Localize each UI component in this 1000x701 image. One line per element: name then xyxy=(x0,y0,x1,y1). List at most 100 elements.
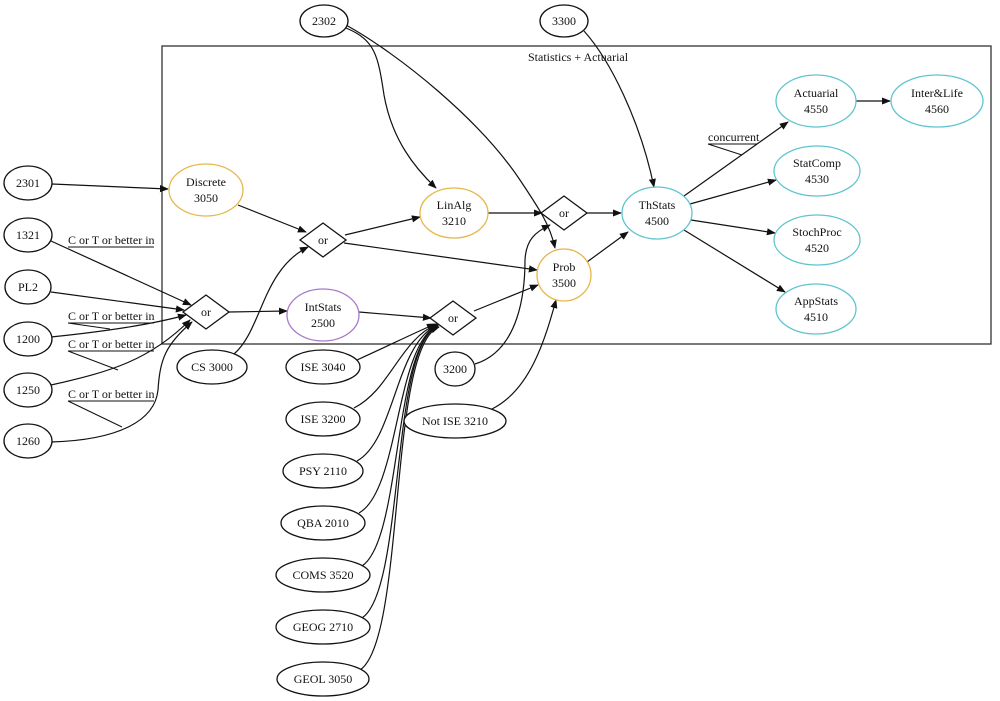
node-title: GEOL 3050 xyxy=(294,672,353,686)
edge-n1200-to-orA xyxy=(50,313,187,338)
diamond-shape xyxy=(539,195,589,231)
course-node-nStochProc: StochProc 4520 xyxy=(773,214,861,266)
node-title: StochProc xyxy=(792,225,841,239)
edge-nThStats-to-nStochProc xyxy=(690,219,776,236)
node-number: 4520 xyxy=(805,241,829,255)
node-title: or xyxy=(318,233,328,247)
ellipse-shape xyxy=(176,349,248,385)
edge-n1250-to-orA xyxy=(50,319,191,386)
course-node-n3200: 3200 xyxy=(434,351,476,387)
ellipse-shape xyxy=(536,248,592,302)
node-title: CS 3000 xyxy=(191,360,233,374)
node-number: 3050 xyxy=(194,191,218,205)
edge-label: C or T or better in xyxy=(68,337,155,351)
node-title: PSY 2110 xyxy=(299,464,347,478)
edge-n2302-to-nLinAlg xyxy=(345,27,437,189)
node-number: 3210 xyxy=(442,214,466,228)
course-node-nDiscrete: Discrete 3050 xyxy=(168,163,244,217)
ellipse-shape xyxy=(434,351,476,387)
edge-nISE3040-to-orC xyxy=(356,323,436,361)
edge-nNotISE3210-to-nProb xyxy=(491,299,558,410)
edge-label-leader xyxy=(707,143,743,156)
edge-nGEOL3050-to-orC xyxy=(359,326,440,671)
node-title: 3300 xyxy=(552,14,576,28)
edge-label-group: C or T or better in xyxy=(67,387,155,428)
cluster-statistics-actuarial: Statistics + Actuarial xyxy=(161,45,992,345)
node-title: or xyxy=(201,305,211,319)
edge-orB-to-nProb xyxy=(343,242,538,273)
node-number: 4560 xyxy=(925,102,949,116)
edge-nCOMS3520-to-orC xyxy=(361,325,439,567)
ellipse-shape xyxy=(3,165,53,201)
ellipse-shape xyxy=(775,283,857,335)
edge-nDiscrete-to-orB xyxy=(237,204,307,233)
edge-nIntStats-to-orC xyxy=(358,311,432,321)
or-gate-node-orA: or xyxy=(181,294,231,330)
edge-nThStats-to-nStatComp xyxy=(689,178,777,205)
edge-orB-to-nLinAlg xyxy=(344,215,421,236)
node-title: Not ISE 3210 xyxy=(422,414,488,428)
edge-orA-to-nIntStats xyxy=(228,307,288,315)
ellipse-shape xyxy=(280,505,366,541)
ellipse-shape xyxy=(282,453,364,489)
course-node-nQBA2010: QBA 2010 xyxy=(280,505,366,541)
diamond-shape xyxy=(298,222,348,258)
node-number: 4510 xyxy=(804,310,828,324)
course-node-nCS3000: CS 3000 xyxy=(176,349,248,385)
node-title: Discrete xyxy=(186,175,226,189)
node-title: ISE 3040 xyxy=(301,360,346,374)
edge-label-group: C or T or better in xyxy=(67,309,155,330)
edge-label: concurrent xyxy=(708,130,760,144)
edge-label: C or T or better in xyxy=(68,387,155,401)
ellipse-shape xyxy=(890,74,984,128)
edge-label-group: C or T or better in xyxy=(67,337,155,371)
node-number: 4530 xyxy=(805,172,829,186)
node-title: 2301 xyxy=(16,176,40,190)
ellipse-shape xyxy=(299,4,349,38)
ellipse-shape xyxy=(419,187,489,239)
node-title: LinAlg xyxy=(437,198,472,212)
ellipse-shape xyxy=(3,423,53,459)
edge-orC-to-nProb xyxy=(473,284,539,312)
edge-nProb-to-nThStats xyxy=(586,231,629,263)
diamond-shape xyxy=(181,294,231,330)
node-title: IntStats xyxy=(305,300,342,314)
edge-nCS3000-to-orB xyxy=(233,246,309,355)
edge-n1260-to-orA xyxy=(50,321,193,443)
edge-nPSY2110-to-orC xyxy=(356,324,438,462)
edges-layer xyxy=(50,24,891,671)
course-node-nISE3200: ISE 3200 xyxy=(285,401,361,437)
node-title: 1200 xyxy=(16,332,40,346)
ellipse-shape xyxy=(621,186,693,240)
cluster-border xyxy=(161,45,992,345)
ellipse-shape xyxy=(773,145,861,197)
course-node-nLinAlg: LinAlg 3210 xyxy=(419,187,489,239)
course-node-n3300: 3300 xyxy=(539,4,589,38)
ellipse-shape xyxy=(3,321,53,357)
course-node-n2301: 2301 xyxy=(3,165,53,201)
ellipse-shape xyxy=(4,269,52,305)
course-node-nGEOG2710: GEOG 2710 xyxy=(275,609,371,645)
edge-n2301-to-nDiscrete xyxy=(51,183,169,193)
node-title: 1250 xyxy=(16,383,40,397)
node-title: ISE 3200 xyxy=(301,412,346,426)
node-title: GEOG 2710 xyxy=(293,620,353,634)
ellipse-shape xyxy=(3,372,53,408)
or-gate-node-orC: or xyxy=(428,300,478,336)
edge-nISE3200-to-orC xyxy=(353,323,438,409)
node-title: 1260 xyxy=(16,434,40,448)
or-gate-node-orB: or xyxy=(298,222,348,258)
ellipse-shape xyxy=(275,609,371,645)
ellipse-shape xyxy=(168,163,244,217)
course-node-nPL2: PL2 xyxy=(4,269,52,305)
diamond-shape xyxy=(428,300,478,336)
course-node-n1200: 1200 xyxy=(3,321,53,357)
edge-label-leader xyxy=(67,350,119,371)
node-title: or xyxy=(448,311,458,325)
edge-label-group: C or T or better in xyxy=(68,233,155,248)
